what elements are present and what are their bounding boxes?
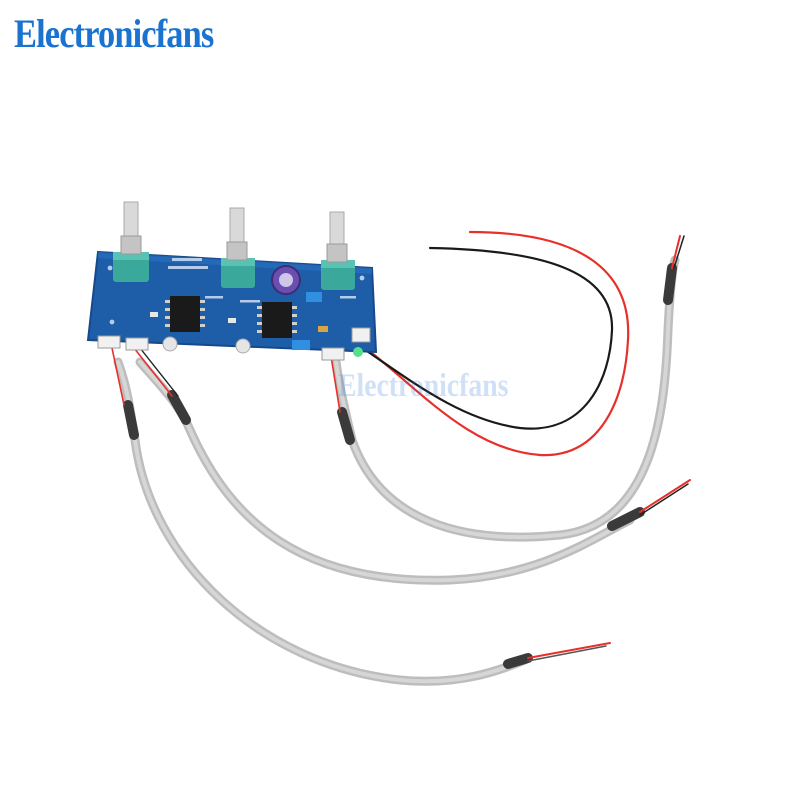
- potentiometers: [113, 201, 355, 290]
- red-power-wire: [360, 230, 630, 457]
- watermark-text: Electronicfans: [338, 368, 509, 404]
- shielded-cables: [111, 235, 691, 686]
- capacitor: [271, 265, 301, 295]
- pcb-board: [86, 201, 378, 361]
- power-leads: [356, 230, 630, 457]
- connectors: [97, 327, 371, 361]
- small-components: [150, 292, 363, 357]
- opamp-chips: [165, 296, 297, 338]
- black-power-wire: [356, 246, 614, 430]
- brand-logo: Electronicfans: [14, 11, 214, 56]
